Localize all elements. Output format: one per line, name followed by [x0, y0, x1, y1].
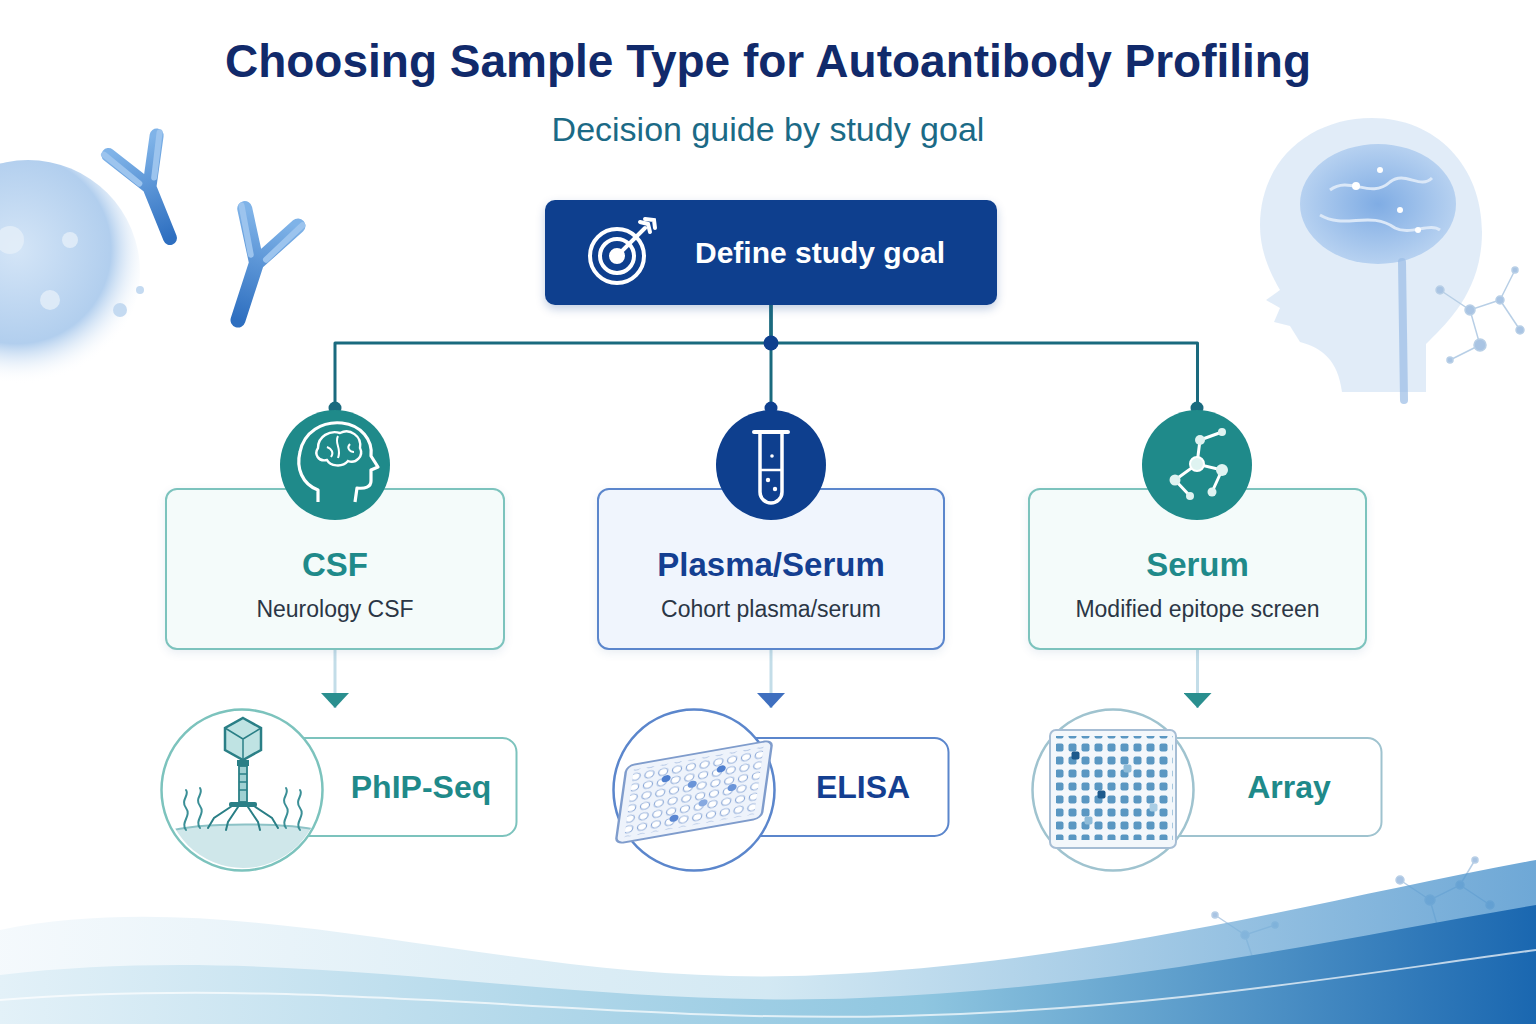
bottom-wave [0, 860, 1536, 1024]
junction-dots [329, 336, 1204, 415]
connector-line [771, 305, 1198, 488]
target-icon [590, 219, 655, 283]
sample-box: CSF Neurology CSF [165, 488, 505, 650]
method-label-area: Array [1195, 738, 1383, 836]
sample-type: Serum [1146, 546, 1249, 584]
method-box: ELISA [612, 708, 950, 872]
method-box: PhIP-Seq [160, 708, 518, 872]
elisa-plate-illustration [616, 740, 773, 844]
label-wrap: Decision guide by study goal [0, 110, 1536, 149]
method-box: Array [1031, 708, 1383, 872]
method-label-area: PhIP-Seq [324, 738, 518, 836]
array-illustration [1050, 730, 1176, 848]
test-tube-icon [716, 410, 826, 520]
method-label-area: ELISA [776, 738, 950, 836]
brain-head-icon [280, 410, 390, 520]
sample-note: Neurology CSF [256, 596, 413, 623]
diagram-title: Choosing Sample Type for Autoantibody Pr… [225, 34, 1311, 88]
antibody-decoration [104, 132, 302, 330]
sample-box: SerumModified epitope screen [1028, 488, 1367, 650]
sample-box: Plasma/SerumCohort plasma/serum [597, 488, 945, 650]
subtitle-text: Decision guide by study goal [552, 110, 985, 149]
molecule-icon [1142, 410, 1252, 520]
method-name: ELISA [816, 769, 910, 806]
title-wrap: Choosing Sample Type for Autoantibody Pr… [0, 34, 1536, 88]
cell-decoration [0, 160, 144, 384]
method-name: PhIP-Seq [351, 769, 491, 806]
method-name: Array [1247, 769, 1331, 806]
connector-line [335, 305, 771, 488]
sample-note: Cohort plasma/serum [661, 596, 881, 623]
goal-text: Define study goal [695, 236, 945, 270]
goal-box: Define study goal [545, 200, 997, 305]
sample-type: Plasma/Serum [657, 546, 884, 584]
arrow-connector [1196, 650, 1199, 708]
arrow-connector [334, 650, 337, 708]
sample-type: CSF [302, 546, 368, 584]
head-decoration [1260, 118, 1482, 400]
sample-note: Modified epitope screen [1075, 596, 1319, 623]
arrow-connector [770, 650, 773, 708]
phage-illustration [165, 718, 325, 880]
